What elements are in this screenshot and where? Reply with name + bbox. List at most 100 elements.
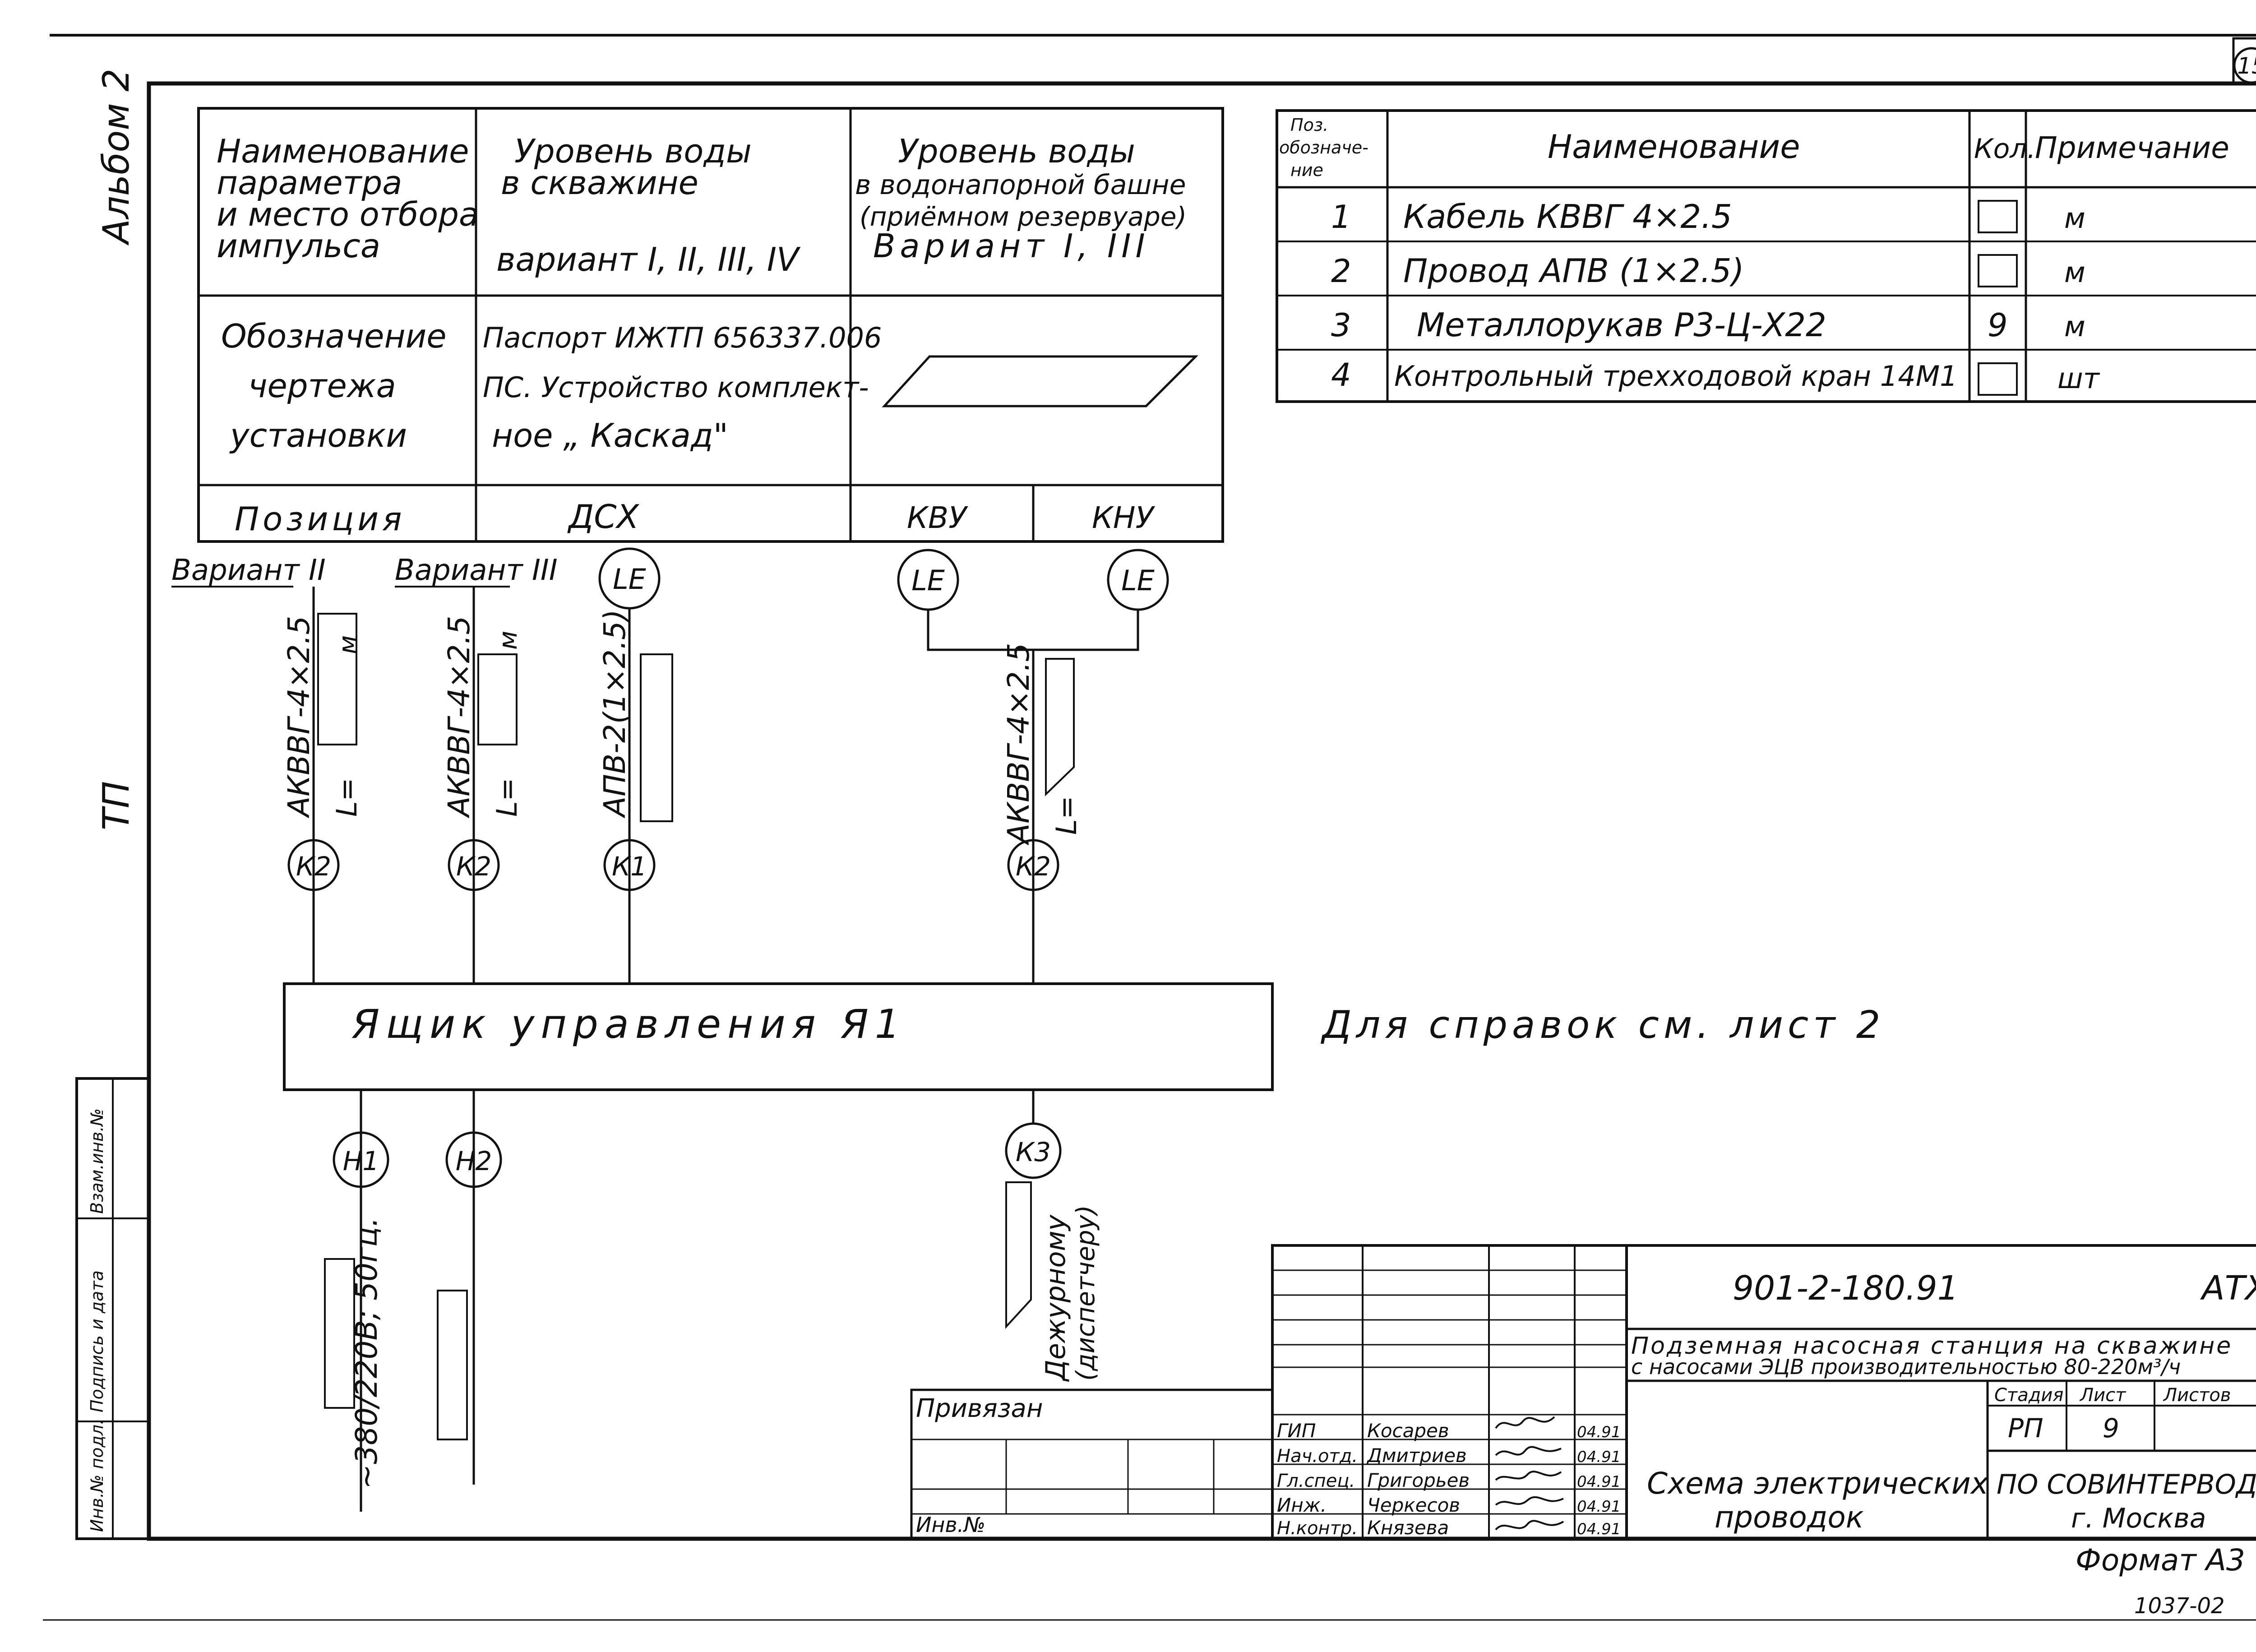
junction-cable-2-circle: [448, 839, 500, 891]
organization-line-2: г. Москва: [2071, 1503, 2206, 1534]
staff-row: Нач.отд. Дмитриев 04.91: [1277, 1444, 1621, 1467]
staff-1-name: Косарев: [1367, 1420, 1449, 1442]
spec-header-note: Примечание: [2035, 130, 2229, 165]
sheet-number: 15: [2232, 37, 2256, 85]
spec-row-1-name: Кабель КВВГ 4×2.5: [1403, 198, 1732, 236]
cable-2: АКВВГ-4×2.5 L= м: [442, 616, 523, 819]
sheet-value: 9: [2103, 1413, 2119, 1444]
spec-header-qty: Кол.: [1974, 133, 2036, 165]
variant-3-label: Вариант III: [395, 554, 558, 587]
spec-table: Поз. обозначе- ние Наименование Кол. При…: [1276, 109, 2256, 403]
param-header-3-line-3: (приёмном резервуаре): [860, 201, 1187, 232]
param-header-1-line-1: Наименование: [217, 132, 469, 170]
staff-4-name: Черкесов: [1367, 1494, 1460, 1516]
param-header-2-line-4: вариант I, II, III, IV: [496, 241, 801, 278]
reference-note: Для справок см. лист 2: [1320, 1003, 1885, 1047]
variant-2-label: Вариант II: [171, 554, 326, 587]
organization-line-1: ПО СОВИНТЕРВОД: [1997, 1469, 2256, 1500]
output-k3-length-box: [1005, 1181, 1032, 1329]
spec-row-1-qty-box: [1978, 200, 2018, 233]
param-header-2-line-2: в скважине: [501, 164, 698, 202]
signatures: [1495, 1416, 1564, 1531]
drawing-title-line-2: проводок: [1715, 1500, 1864, 1535]
cable-2-label: АКВВГ-4×2.5: [442, 616, 476, 819]
param-header-1-line-3: и место отбора: [217, 195, 479, 233]
sheets-header: Листов: [2163, 1385, 2231, 1406]
staff-3-role: Гл.спец.: [1277, 1471, 1355, 1491]
vzam-inv-label: Взам.инв.№: [87, 1108, 107, 1214]
junction-cable-4-circle: [1007, 839, 1059, 891]
staff-4-role: Инж.: [1277, 1494, 1327, 1516]
drawing-ref-line-2: ПС. Устройство комплект-: [483, 371, 869, 404]
inv-podl-label: Инв.№ подл.: [87, 1419, 107, 1532]
junction-cable-3-circle: [603, 839, 656, 891]
album-label: Альбом 2: [95, 69, 137, 246]
drawing-label-line-3: установки: [229, 416, 407, 454]
staff-3-name: Григорьев: [1367, 1469, 1470, 1491]
param-header-3-line-1: Уровень воды: [898, 132, 1135, 170]
spec-row-2-note: м: [2064, 256, 2085, 289]
drawing-label-line-1: Обозначение: [221, 317, 447, 355]
title-block: Привязан Инв.№ ГИП Косарев 04.91 Нач.отд…: [910, 1244, 2256, 1540]
cable-1-unit: м: [333, 635, 363, 654]
duty-line-1: Дежурному: [1040, 1214, 1072, 1382]
doc-code: 901-2-180.91: [1733, 1269, 1959, 1308]
spec-row-1-pos: 1: [1331, 199, 1351, 236]
level-sensor-dsx-label: LE: [613, 563, 647, 596]
staff-row: ГИП Косарев 04.91: [1277, 1420, 1621, 1442]
output-k3-label: К3: [1016, 1137, 1051, 1167]
inv-no-label: Инв.№: [916, 1513, 985, 1537]
privyazan-label: Привязан: [916, 1394, 1043, 1423]
cable-3-label: АПВ-2(1×2.5): [597, 609, 632, 819]
spec-row: 4 Контрольный трехходовой кран 14М1 шт: [1331, 356, 2100, 396]
param-header-1-line-2: параметра: [217, 164, 402, 202]
spec-row-3-note: м: [2064, 310, 2085, 343]
cable-1-length-box: [317, 613, 357, 745]
output-h2-circle: [445, 1131, 502, 1188]
staff-row: Н.контр. Князева 04.91: [1277, 1517, 1621, 1539]
spec-row-4-pos: 4: [1331, 356, 1351, 393]
drawing-title-line-1: Схема электрических: [1647, 1466, 1989, 1501]
staff-5-date: 04.91: [1577, 1520, 1621, 1538]
stamp-code: 1037-02: [2134, 1593, 2225, 1619]
stage-header: Стадия: [1994, 1385, 2063, 1406]
spec-row-4-name: Контрольный трехходовой кран 14М1: [1394, 360, 1958, 393]
control-box-label: Ящик управления Я1: [351, 1001, 906, 1047]
output-h1-length-box: [324, 1258, 355, 1409]
cable-4: АКВВГ-4×2.5 L=: [1001, 643, 1083, 846]
staff-5-role: Н.контр.: [1277, 1518, 1358, 1539]
cable-4-label: АКВВГ-4×2.5: [1001, 643, 1036, 846]
staff-3-date: 04.91: [1577, 1473, 1621, 1491]
spec-row-4-note: шт: [2057, 362, 2100, 395]
param-header-2-line-1: Уровень воды: [514, 132, 752, 170]
junction-cable-2-label: К2: [456, 851, 491, 882]
level-sensor-knu-label: LE: [1121, 564, 1155, 597]
cable-4-length-label: L=: [1050, 796, 1083, 835]
spec-header-pos-2: обозначе-: [1279, 138, 1368, 157]
sheet-header: Лист: [2079, 1385, 2127, 1406]
level-sensor-kvu-label: LE: [911, 564, 945, 597]
staff-4-date: 04.91: [1577, 1498, 1621, 1516]
cable-2-length-label: L=: [490, 778, 523, 817]
drawing-label-line-2: чертежа: [248, 367, 396, 405]
spec-row: 3 Металлорукав Р3-Ц-Х22 9 м: [1331, 306, 2085, 344]
junction-cable-1-circle: [287, 839, 340, 891]
podpis-data-label: Подпись и дата: [87, 1270, 107, 1412]
spec-row: 2 Провод АПВ (1×2.5) м: [1331, 252, 2085, 290]
junction-cable-1-label: К2: [296, 851, 331, 882]
staff-2-role: Нач.отд.: [1277, 1446, 1358, 1467]
output-h1-circle: [333, 1131, 389, 1188]
spec-row-2-name: Провод АПВ (1×2.5): [1403, 252, 1744, 290]
spec-header-pos-1: Поз.: [1290, 115, 1328, 135]
staff-2-date: 04.91: [1577, 1448, 1621, 1466]
cable-1-label: АКВВГ-4×2.5: [282, 616, 316, 819]
spec-header-name: Наименование: [1548, 128, 1800, 166]
drawing-ref-line-1: Паспорт ИЖТП 656337.006: [483, 321, 882, 354]
junction-cable-3-label: К1: [612, 851, 647, 882]
cable-2-unit: м: [494, 631, 523, 650]
staff-1-date: 04.91: [1577, 1423, 1621, 1441]
junction-cable-4-label: К2: [1016, 851, 1051, 882]
spec-row-1-note: м: [2064, 202, 2085, 235]
position-knu: КНУ: [1092, 500, 1155, 535]
